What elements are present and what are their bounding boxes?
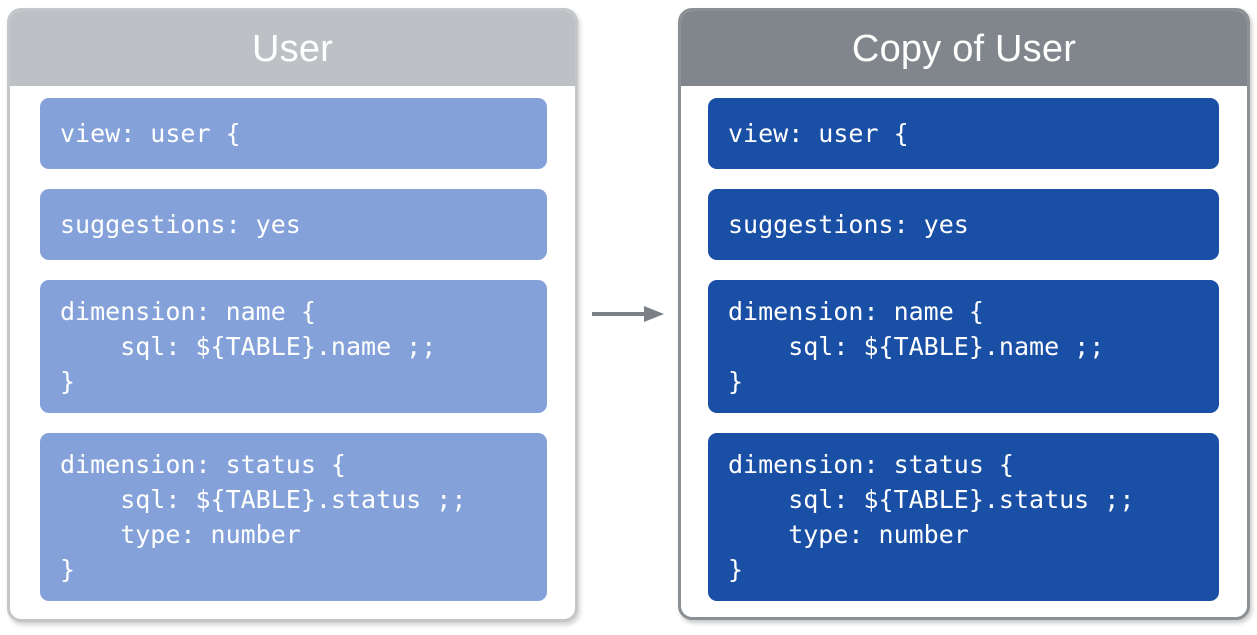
code-block-dimension-status: dimension: status { sql: ${TABLE}.status… [40, 433, 547, 601]
copy-arrow [592, 304, 666, 324]
panel-user-header: User [10, 11, 575, 86]
code-block-suggestions-parameter: suggestions: yes [708, 189, 1219, 260]
panel-copy-of-user-header: Copy of User [681, 11, 1247, 86]
code-block-dimension-name: dimension: name { sql: ${TABLE}.name ;; … [708, 280, 1219, 413]
panel-copy-of-user-body: view: user { suggestions: yes dimension:… [681, 86, 1247, 617]
right-arrow-icon [592, 306, 664, 322]
code-block-dimension-name: dimension: name { sql: ${TABLE}.name ;; … [40, 280, 547, 413]
panel-copy-of-user-title: Copy of User [851, 27, 1077, 70]
panel-user-body: view: user { suggestions: yes dimension:… [10, 86, 575, 619]
panel-user-title: User [251, 27, 334, 70]
panel-user: User view: user { suggestions: yes dimen… [7, 8, 578, 622]
code-block-suggestions-parameter: suggestions: yes [40, 189, 547, 260]
code-block-view-declaration: view: user { [708, 98, 1219, 169]
panel-copy-of-user: Copy of User view: user { suggestions: y… [678, 8, 1250, 620]
code-block-view-declaration: view: user { [40, 98, 547, 169]
code-block-dimension-status: dimension: status { sql: ${TABLE}.status… [708, 433, 1219, 601]
